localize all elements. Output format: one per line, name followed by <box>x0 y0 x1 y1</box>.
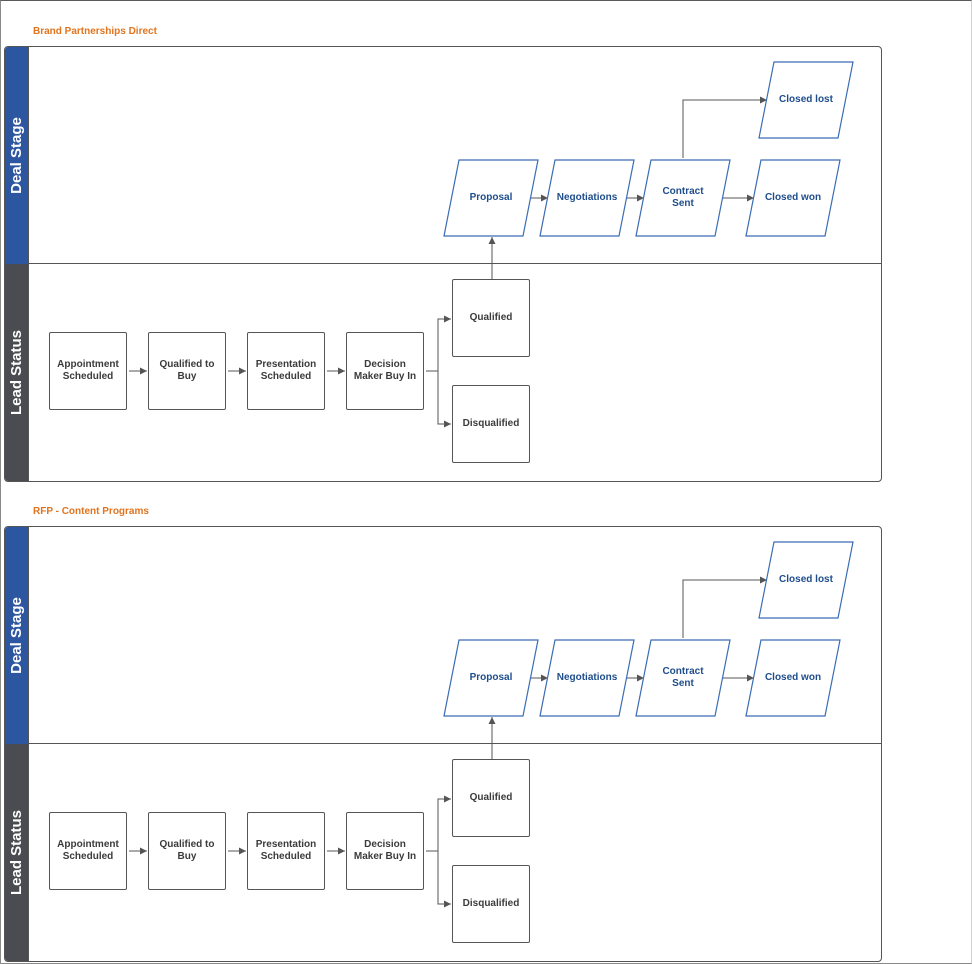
lead-step-qualified-to-buy: Qualified to Buy <box>148 332 226 410</box>
swimlane-rfp-content-programs: Deal Stage Lead Status Appointment Sched… <box>4 526 882 962</box>
deal-step-label: Negotiations <box>556 672 618 683</box>
deal-step-label: Contract Sent <box>662 186 704 209</box>
connector-arrow <box>437 371 451 428</box>
lead-step-presentation-scheduled: Presentation Scheduled <box>247 332 325 410</box>
connector-arrow <box>437 795 451 851</box>
lane-divider <box>28 527 29 961</box>
deal-step-proposal: Proposal <box>442 639 540 717</box>
section-title: Brand Partnerships Direct <box>33 26 157 37</box>
lead-outcome-qualified: Qualified <box>452 279 530 357</box>
deal-step-label: Closed won <box>764 672 822 683</box>
connector-arrow <box>682 576 767 638</box>
deal-step-negotiations: Negotiations <box>538 159 636 237</box>
connector-arrow <box>682 96 767 158</box>
lead-outcome-label: Qualified <box>469 312 513 323</box>
lane-divider <box>28 47 29 481</box>
lead-step-decision-maker-buy-in: Decision Maker Buy In <box>346 332 424 410</box>
lead-outcome-label: Disqualified <box>462 418 520 429</box>
lead-outcome-disqualified: Disqualified <box>452 385 530 463</box>
deal-step-label: Proposal <box>469 672 513 683</box>
deal-step-closed-won: Closed won <box>744 159 842 237</box>
lead-step-label: Presentation Scheduled <box>255 839 317 862</box>
lead-step-label: Decision Maker Buy In <box>353 839 417 862</box>
lane-divider <box>28 743 881 744</box>
lane-divider <box>28 263 881 264</box>
deal-step-closed-won: Closed won <box>744 639 842 717</box>
deal-step-closed-lost: Closed lost <box>757 61 855 139</box>
deal-stage-lane-header: Deal Stage <box>5 527 28 744</box>
lead-outcome-qualified: Qualified <box>452 759 530 837</box>
deal-stage-lane-header: Deal Stage <box>5 47 28 264</box>
lead-step-label: Appointment Scheduled <box>57 839 119 862</box>
connector-arrow <box>437 315 451 371</box>
connector-lines <box>129 576 767 908</box>
deal-step-label: Proposal <box>469 192 513 203</box>
lead-status-lane-header: Lead Status <box>5 264 28 481</box>
lead-status-lane-header: Lead Status <box>5 744 28 961</box>
deal-step-closed-lost: Closed lost <box>757 541 855 619</box>
lead-step-appointment-scheduled: Appointment Scheduled <box>49 812 127 890</box>
lead-step-label: Presentation Scheduled <box>255 359 317 382</box>
lead-step-presentation-scheduled: Presentation Scheduled <box>247 812 325 890</box>
lead-step-appointment-scheduled: Appointment Scheduled <box>49 332 127 410</box>
deal-step-label: Closed lost <box>779 94 833 105</box>
deal-step-label: Contract Sent <box>662 666 704 689</box>
lead-step-label: Qualified to Buy <box>159 359 215 382</box>
lead-outcome-label: Disqualified <box>462 898 520 909</box>
deal-step-label: Closed lost <box>779 574 833 585</box>
deal-step-contract-sent: Contract Sent <box>634 159 732 237</box>
lead-step-decision-maker-buy-in: Decision Maker Buy In <box>346 812 424 890</box>
swimlane-brand-partnerships: Deal Stage Lead Status Appointment Sched… <box>4 46 882 482</box>
lead-step-qualified-to-buy: Qualified to Buy <box>148 812 226 890</box>
lead-outcome-label: Qualified <box>469 792 513 803</box>
lead-step-label: Decision Maker Buy In <box>353 359 417 382</box>
lead-step-label: Qualified to Buy <box>159 839 215 862</box>
connector-arrow <box>437 851 451 908</box>
lead-step-label: Appointment Scheduled <box>57 359 119 382</box>
deal-step-proposal: Proposal <box>442 159 540 237</box>
deal-step-negotiations: Negotiations <box>538 639 636 717</box>
lead-outcome-disqualified: Disqualified <box>452 865 530 943</box>
deal-step-label: Closed won <box>764 192 822 203</box>
connector-lines <box>129 96 767 428</box>
deal-step-contract-sent: Contract Sent <box>634 639 732 717</box>
section-title: RFP - Content Programs <box>33 506 149 517</box>
deal-step-label: Negotiations <box>556 192 618 203</box>
